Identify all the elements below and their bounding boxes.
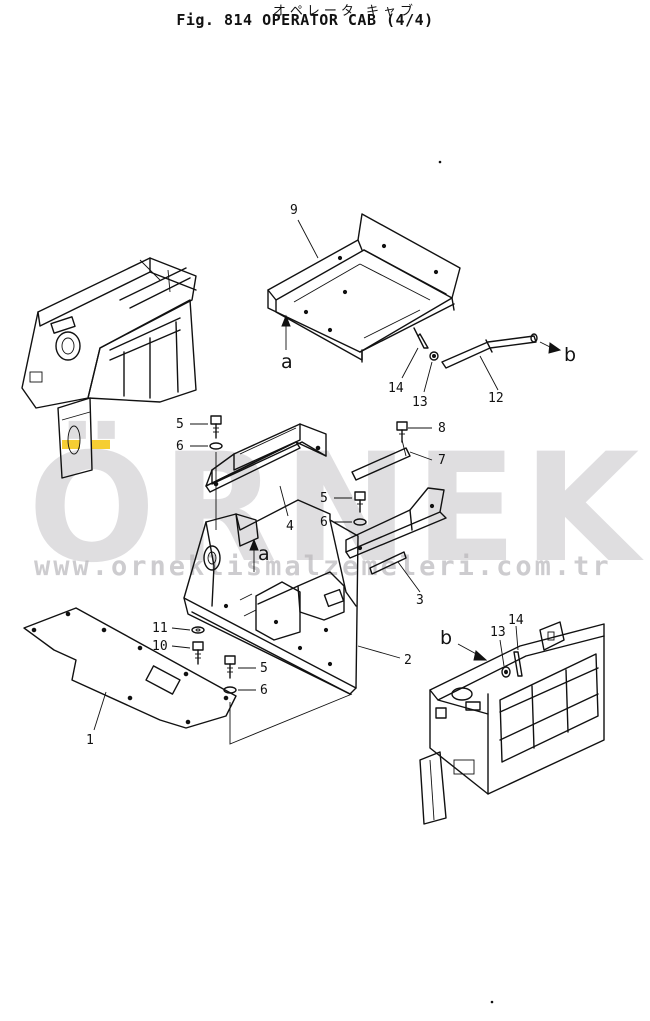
callout-5-middle: 5 (320, 491, 328, 506)
watermark-url: www.orneklismalzemeleri.com.tr (34, 551, 612, 582)
part-3-plate (345, 487, 447, 575)
leader-9 (297, 219, 319, 259)
leader-7 (409, 451, 433, 461)
cab-frame-overview (21, 257, 197, 479)
leader-11 (171, 627, 191, 631)
leader-3 (397, 561, 421, 593)
reference-arrow-b-upper (539, 341, 562, 354)
callout-1: 1 (86, 733, 94, 748)
reference-label-b-upper: b (564, 344, 576, 366)
part-5-bolt-middle (354, 491, 366, 513)
leader-10 (171, 645, 191, 649)
print-dot-bottom (490, 1000, 494, 1004)
print-dot (438, 160, 442, 164)
watermark-brand: ÖRNEK (28, 420, 645, 596)
japanese-title: オペレータ キャブ (272, 4, 418, 19)
leader-14-lower (515, 625, 519, 651)
part-14-lock-pin-lower (513, 651, 523, 677)
callout-2: 2 (404, 653, 412, 668)
leader-2 (357, 645, 401, 659)
mount-guide-line (229, 693, 353, 745)
part-6-washer-middle (353, 518, 367, 526)
part-10-bolt (192, 641, 204, 665)
callout-6-lower: 6 (260, 683, 268, 698)
leader-4 (279, 485, 289, 517)
callout-11: 11 (152, 621, 168, 636)
leader-12 (479, 355, 499, 391)
callout-4: 4 (286, 519, 294, 534)
part-8-bolt (396, 421, 408, 443)
callout-5-upper: 5 (176, 417, 184, 432)
callout-12: 12 (488, 391, 504, 406)
part-11-washer (191, 626, 205, 634)
callout-6-middle: 6 (320, 515, 328, 530)
leader-13-lower (499, 639, 505, 667)
callout-14-upper: 14 (388, 381, 404, 396)
callout-13-lower: 13 (490, 625, 506, 640)
callout-5-lower: 5 (260, 661, 268, 676)
part-5-bolt-upper (210, 415, 222, 439)
part-12-lever-rod (441, 333, 538, 369)
watermark-accent-mark (62, 440, 110, 449)
reference-label-b-lower: b (440, 627, 452, 649)
reference-label-a-lower: a (258, 543, 270, 565)
part-13-washer (429, 351, 439, 361)
callout-13-upper: 13 (412, 395, 428, 410)
part-5-bolt-lower (224, 655, 236, 679)
callout-14-lower: 14 (508, 613, 524, 628)
reference-arrow-a-upper (281, 314, 291, 350)
part-1-floor-plate (23, 607, 237, 729)
watermark: ÖRNEK www.orneklismalzemeleri.com.tr (28, 420, 645, 596)
reference-arrow-b-lower (457, 643, 488, 661)
part-2-main-panel (183, 499, 359, 695)
callout-3: 3 (416, 593, 424, 608)
callout-8: 8 (438, 421, 446, 436)
callout-10: 10 (152, 639, 168, 654)
part-13-washer-lower (501, 666, 511, 678)
reference-label-a-upper: a (281, 351, 293, 373)
part-14-lock-pin (413, 327, 429, 349)
reference-arrow-a-lower (249, 538, 259, 572)
figure-title: Fig. 814 OPERATOR CAB (4/4) (176, 11, 434, 29)
part-9-seat-pan (267, 213, 461, 363)
callout-7: 7 (438, 453, 446, 468)
callout-9: 9 (290, 203, 298, 218)
part-6-washer-upper (209, 442, 223, 450)
cab-frame-detail (419, 621, 605, 825)
leader-1 (93, 691, 107, 731)
part-7-strap (351, 439, 411, 481)
part-6-washer-lower (223, 686, 237, 694)
callout-6-upper: 6 (176, 439, 184, 454)
leader-13 (423, 361, 433, 393)
leader-14 (401, 347, 419, 379)
